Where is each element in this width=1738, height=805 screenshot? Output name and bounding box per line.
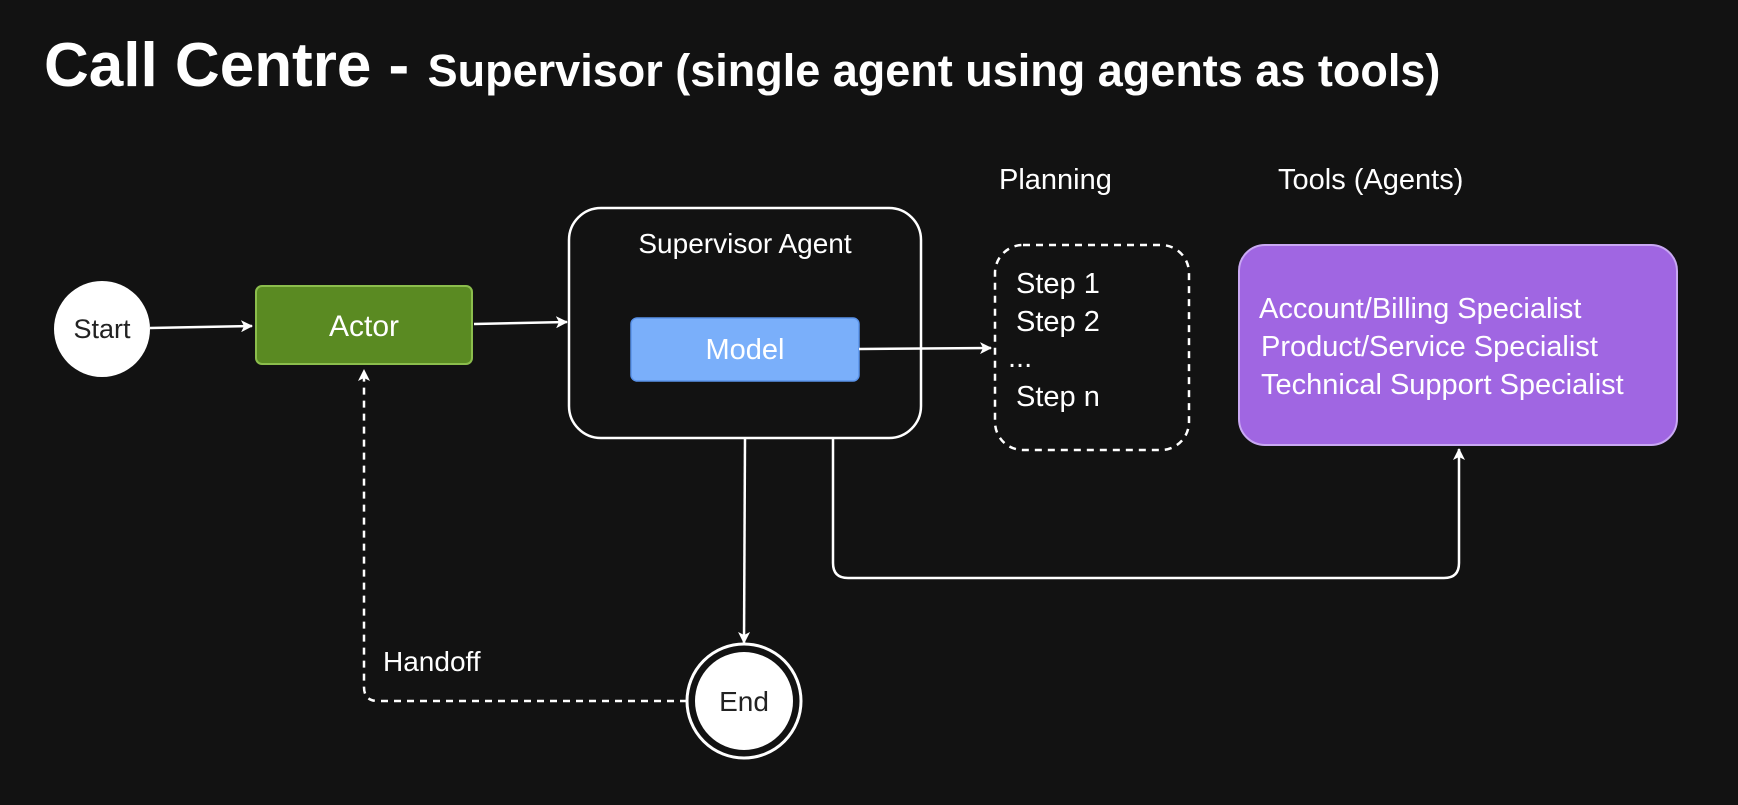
tool-technical-support: Technical Support Specialist: [1261, 369, 1624, 401]
edge-actor-supervisor: [473, 316, 568, 329]
planning-step-n: Step n: [1016, 381, 1100, 413]
start-label: Start: [73, 314, 131, 344]
edge-supervisor-end: [738, 437, 751, 644]
start-node: Start: [54, 281, 150, 377]
planning-box: Step 1 Step 2 ... Step n: [993, 243, 1191, 452]
planning-step-ellipsis: ...: [1008, 342, 1032, 374]
page-title: Call Centre - Supervisor (single agent u…: [44, 31, 1440, 100]
title-subtitle: Supervisor (single agent using agents as…: [428, 45, 1441, 96]
actor-node: Actor: [255, 285, 473, 365]
title-main: Call Centre -: [44, 31, 409, 100]
planning-step-2: Step 2: [1016, 306, 1100, 338]
edge-model-planning: [858, 342, 992, 355]
planning-heading: Planning: [999, 164, 1112, 196]
tools-box: Account/Billing Specialist Product/Servi…: [1238, 244, 1678, 446]
edge-start-actor: [149, 320, 253, 333]
supervisor-agent-label: Supervisor Agent: [638, 228, 851, 259]
edge-handoff: [358, 369, 687, 703]
handoff-label: Handoff: [383, 646, 481, 677]
tool-product-service: Product/Service Specialist: [1261, 331, 1598, 363]
planning-step-1: Step 1: [1016, 268, 1100, 300]
edge-supervisor-tools: [831, 438, 1465, 580]
model-node: Model: [630, 317, 860, 382]
tools-heading: Tools (Agents): [1278, 164, 1463, 196]
model-label: Model: [706, 334, 785, 366]
end-node: End: [685, 642, 803, 760]
end-label: End: [719, 686, 769, 717]
tool-account-billing: Account/Billing Specialist: [1259, 293, 1581, 325]
actor-label: Actor: [329, 310, 399, 343]
